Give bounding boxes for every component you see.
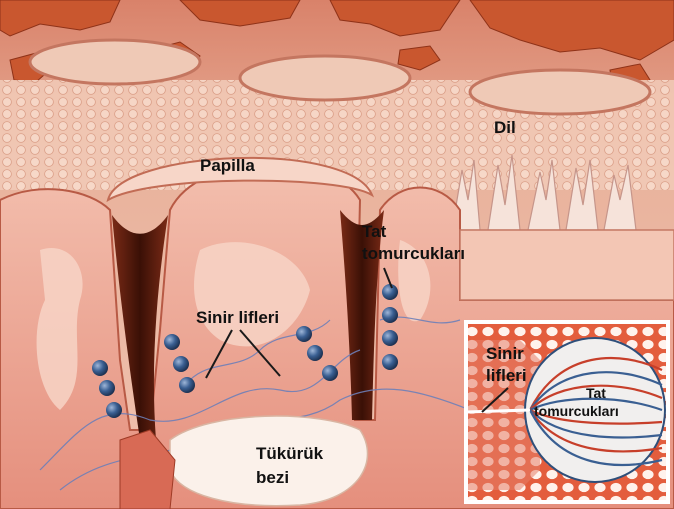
label-tat-tomurcuklari-line1: Tat [362, 222, 386, 242]
label-papilla: Papilla [200, 156, 255, 176]
label-tukuruk-line2: bezi [256, 468, 289, 488]
right-wall [460, 230, 674, 300]
label-inset-sinir-line1: Sinir [486, 344, 524, 364]
label-sinir-lifleri: Sinir lifleri [196, 308, 279, 328]
label-tat-tomurcuklari-line2: tomurcukları [362, 244, 465, 264]
label-inset-tat-line2: tomurcukları [534, 403, 619, 419]
label-inset-tat-line1: Tat [586, 385, 606, 401]
label-inset-sinir-line2: lifleri [486, 366, 527, 386]
label-tukuruk-line1: Tükürük [256, 444, 323, 464]
label-dil: Dil [494, 118, 516, 138]
